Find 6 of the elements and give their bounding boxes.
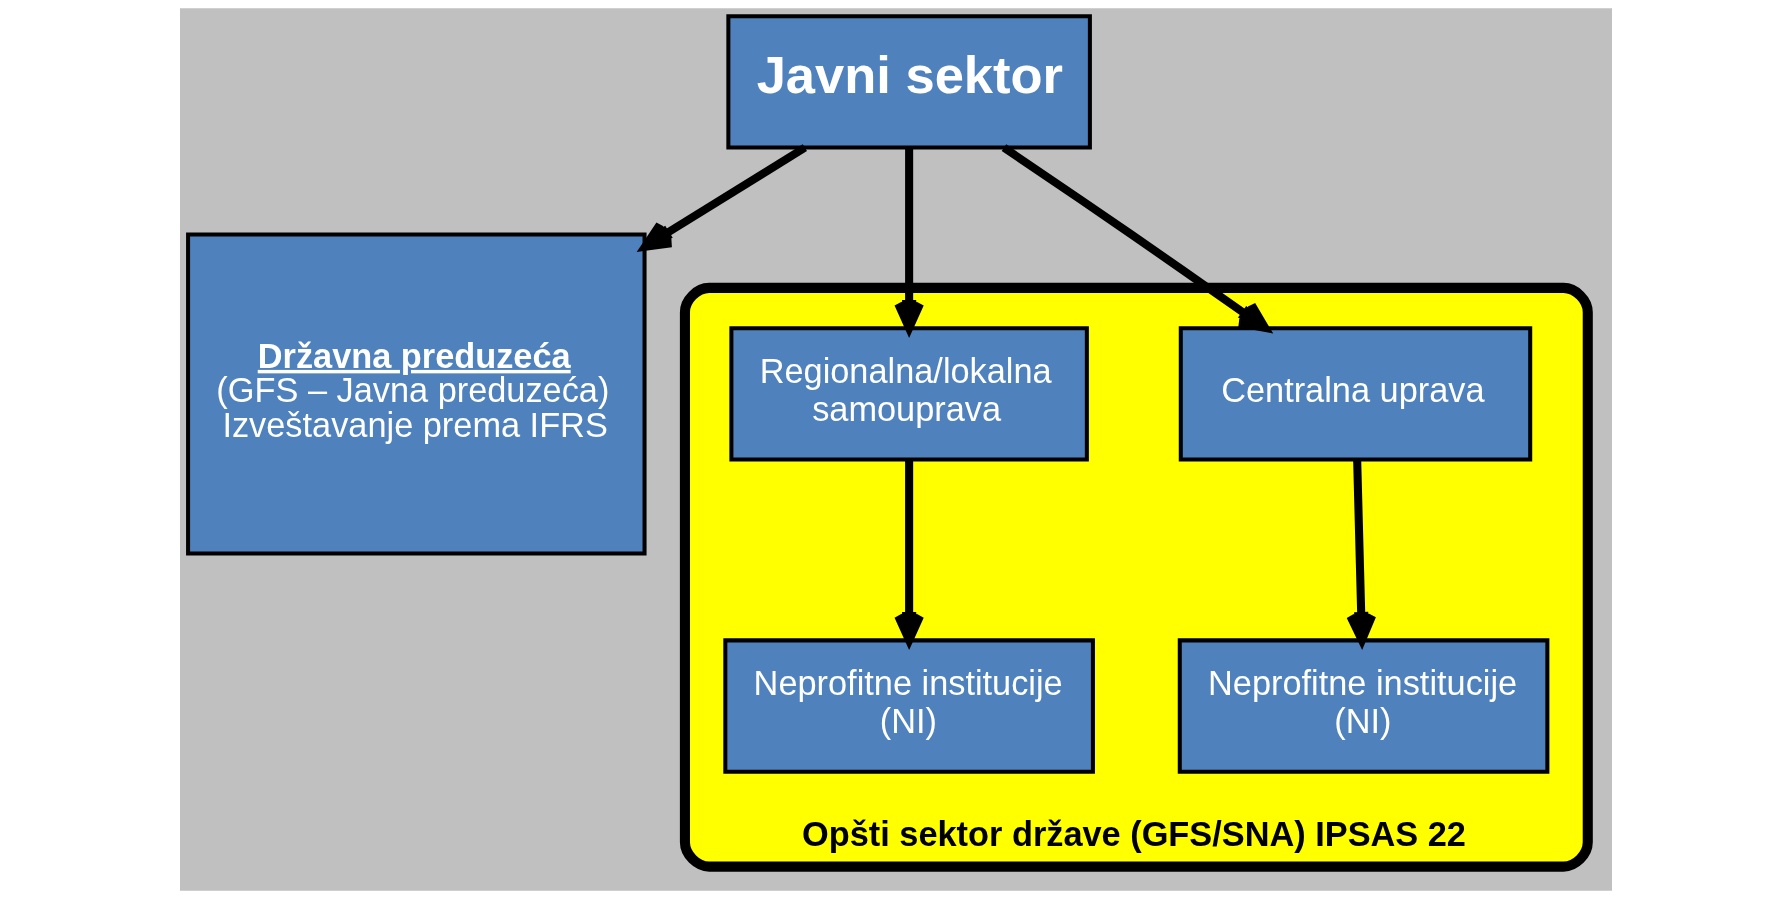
node-box: Neprofitne institucije (NI) [723, 638, 1095, 774]
node-box: Regionalna/lokalna samouprava [729, 326, 1089, 462]
node-box: Državna preduzeća (GFS – Javna preduzeća) Izveštavanje prema IFRS [186, 232, 647, 556]
node-box: Centralna uprava [1178, 326, 1533, 462]
node-box: Neprofitne institucije (NI) [1177, 638, 1550, 774]
node-box: Javni sektor [726, 14, 1092, 150]
